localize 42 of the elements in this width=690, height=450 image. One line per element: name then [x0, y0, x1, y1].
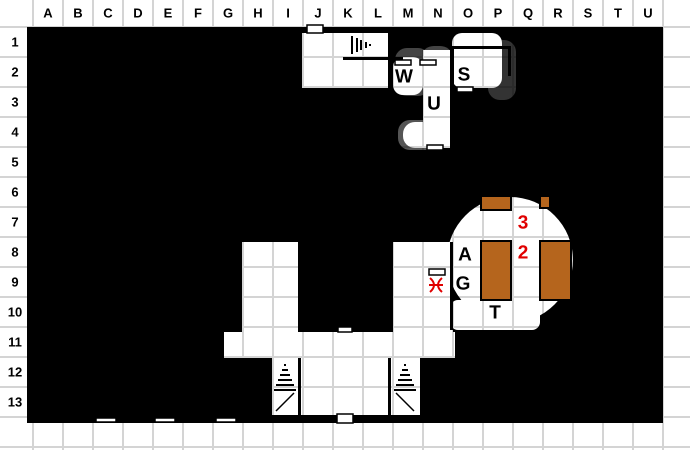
- room-letter: T: [489, 304, 501, 322]
- column-label: Q: [522, 6, 534, 20]
- column-label: E: [164, 6, 172, 20]
- row-label: 4: [11, 126, 19, 138]
- column-label: S: [584, 6, 592, 20]
- row-label: 12: [8, 366, 22, 378]
- row-label: 9: [11, 276, 19, 288]
- column-label: C: [103, 6, 113, 20]
- room-letter: U: [427, 94, 441, 114]
- row-label: 3: [11, 96, 19, 108]
- room-letter: G: [456, 274, 470, 294]
- room-letter: W: [395, 68, 413, 86]
- row-label: 5: [11, 156, 19, 168]
- room-number: 3: [518, 214, 528, 232]
- column-label: O: [462, 6, 474, 20]
- column-label: B: [73, 6, 83, 20]
- column-label: J: [314, 6, 322, 20]
- room-number: 2: [518, 244, 528, 262]
- column-label: D: [133, 6, 143, 20]
- room-letter: S: [458, 66, 470, 84]
- row-label: 2: [11, 66, 19, 78]
- column-label: K: [343, 6, 353, 20]
- row-label: 13: [8, 396, 22, 408]
- column-label: F: [194, 6, 202, 20]
- column-label: R: [553, 6, 563, 20]
- row-label: 10: [8, 306, 22, 318]
- room-letter: A: [458, 246, 472, 264]
- column-label: T: [614, 6, 622, 20]
- column-label: I: [286, 6, 290, 20]
- column-label: M: [402, 6, 414, 20]
- column-label: N: [433, 6, 443, 20]
- column-label: L: [374, 6, 382, 20]
- column-label: H: [253, 6, 263, 20]
- row-label: 8: [11, 246, 19, 258]
- column-label: U: [643, 6, 653, 20]
- row-label: 1: [11, 36, 19, 48]
- row-label: 6: [11, 186, 19, 198]
- column-label: P: [494, 6, 502, 20]
- column-label: G: [222, 6, 234, 20]
- row-label: 11: [8, 336, 22, 348]
- row-label: 7: [11, 216, 19, 228]
- column-label: A: [43, 6, 53, 20]
